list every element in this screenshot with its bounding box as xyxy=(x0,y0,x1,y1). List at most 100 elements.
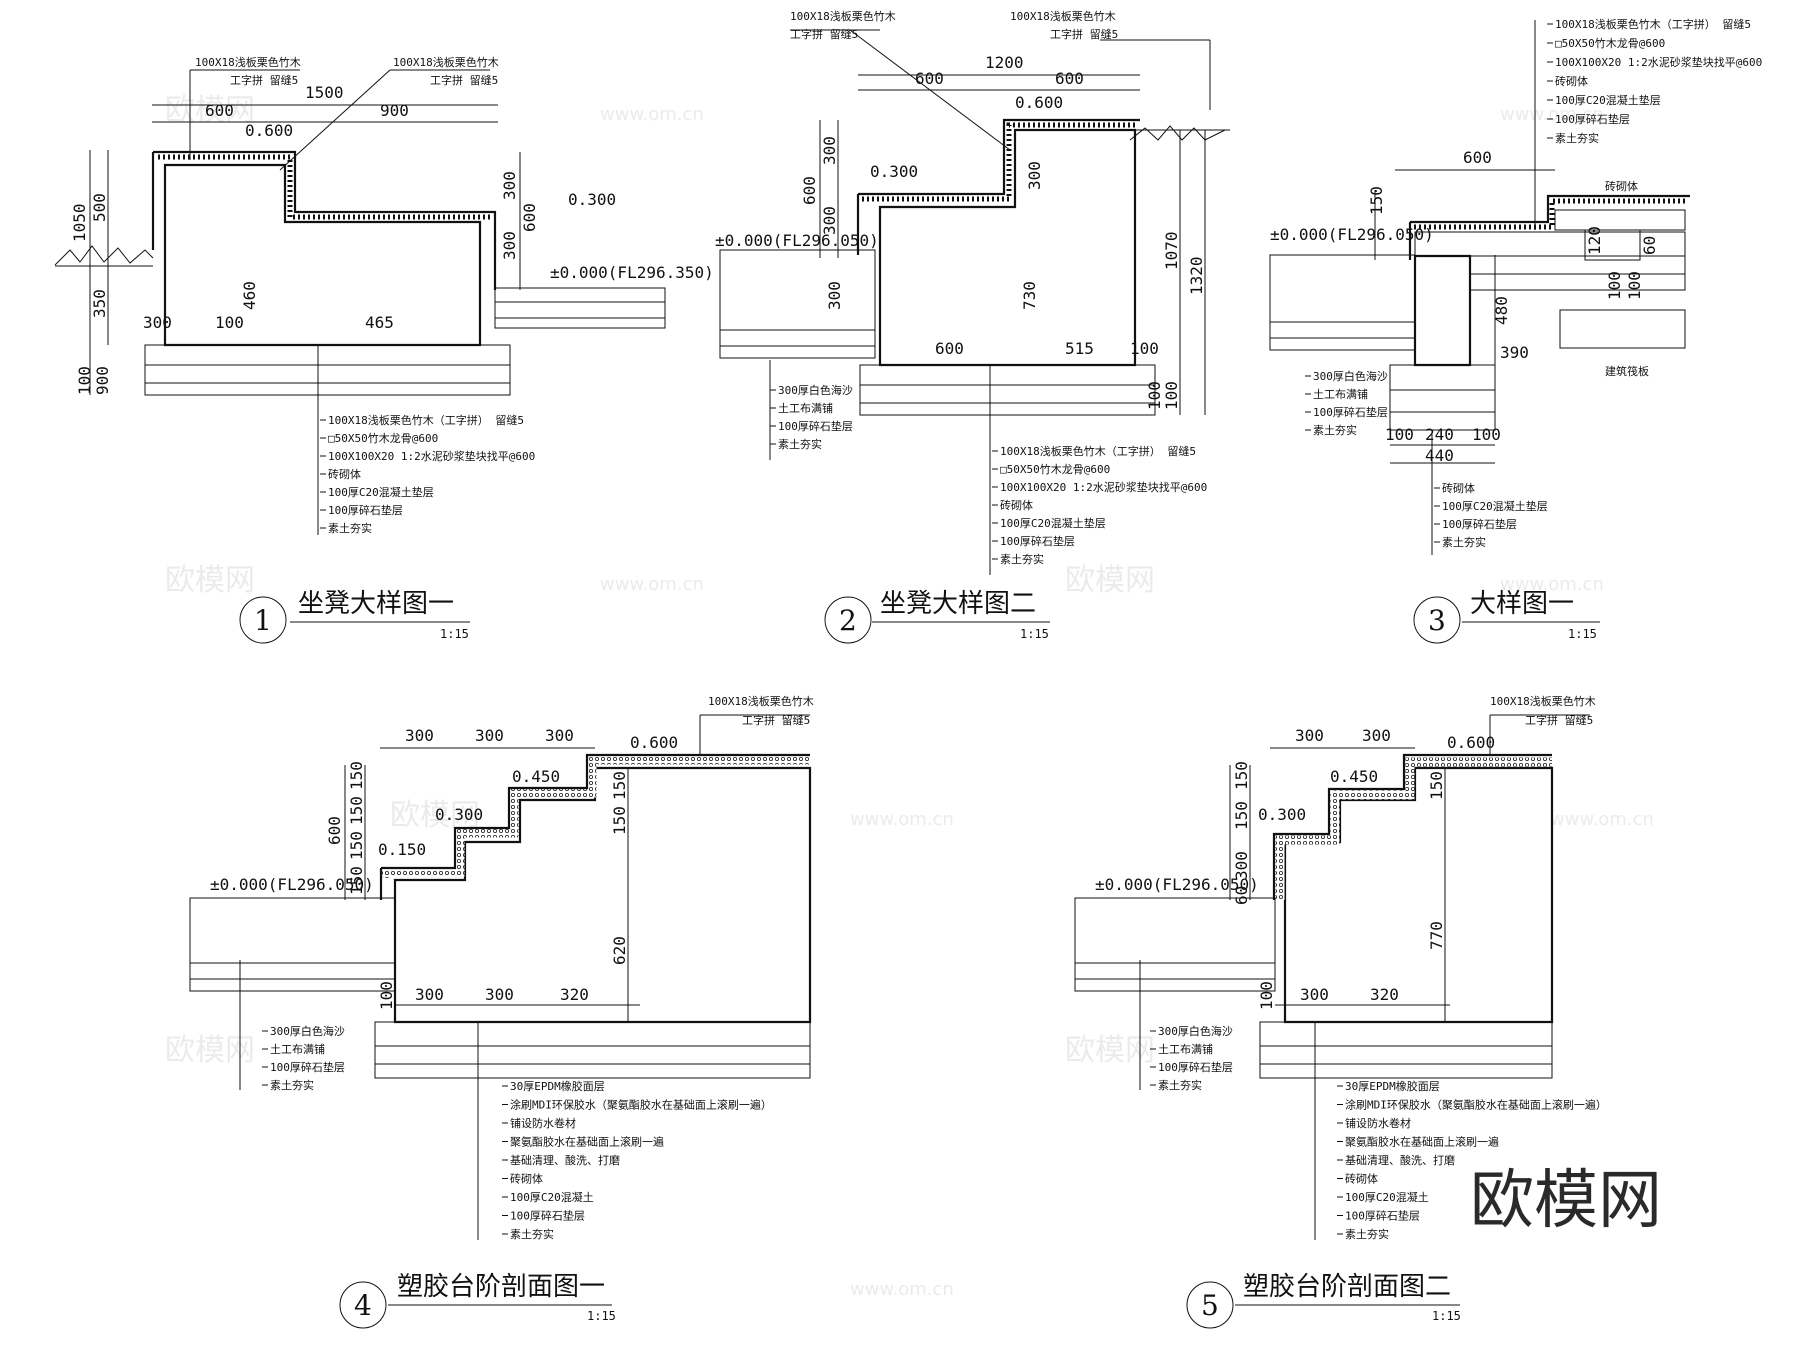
material-note: 聚氨酯胶水在基础面上滚刷一遍 xyxy=(1345,1135,1499,1149)
side-label: 砖砌体 xyxy=(1605,179,1638,193)
dimension-label: 100 xyxy=(1605,271,1624,300)
detail-number: 3 xyxy=(1428,604,1446,637)
detail-number-circle xyxy=(824,596,872,644)
dimension-label: 600 xyxy=(1055,69,1084,88)
dimension-label: 300 xyxy=(500,171,519,200)
dimension-label: 150 xyxy=(1427,771,1446,800)
dimension-label: 1050 xyxy=(70,203,89,242)
dimension-label: 300 xyxy=(1300,985,1329,1004)
dimension-label: 150 xyxy=(1232,801,1251,830)
dimension-label: 100 xyxy=(1625,271,1644,300)
material-note: 300厚白色海沙 xyxy=(1158,1024,1233,1038)
material-note: 100X100X20 1:2水泥砂浆垫块找平@600 xyxy=(1000,480,1207,494)
material-note: 100厚碎石垫层 xyxy=(1158,1060,1233,1074)
detail-scale: 1:15 xyxy=(440,627,469,641)
dimension-label: 600 xyxy=(520,203,539,232)
material-note: 100X18浅板栗色竹木（工字拼） 留缝5 xyxy=(328,413,524,427)
material-note: 100厚C20混凝土垫层 xyxy=(1000,516,1106,530)
dimension-label: 150 xyxy=(610,771,629,800)
dimension-label: 300 xyxy=(500,231,519,260)
dimension-label: 515 xyxy=(1065,339,1094,358)
dimension-label: 465 xyxy=(365,313,394,332)
dimension-label: 350 xyxy=(90,289,109,318)
watermark-text: www.om.cn xyxy=(600,574,704,595)
dimension-label: 480 xyxy=(1492,296,1511,325)
dimension-label: 0.150 xyxy=(378,840,426,859)
watermark-layer: www.om.cn www.om.cn www.om.cn www.om.cn … xyxy=(165,93,1654,1300)
material-note: 基础清理、酸洗、打磨 xyxy=(510,1153,620,1167)
dimension-label: 0.300 xyxy=(435,805,483,824)
material-note: 300厚白色海沙 xyxy=(1313,369,1388,383)
material-note: 100厚碎石垫层 xyxy=(1555,112,1630,126)
dimension-label: 100 xyxy=(75,366,94,395)
material-note: 30厚EPDM橡胶面层 xyxy=(1345,1079,1440,1093)
material-note: □50X50竹木龙骨@600 xyxy=(1555,36,1665,50)
watermark-brand: 欧模网 xyxy=(1065,1033,1155,1068)
material-note: 土工布满铺 xyxy=(1313,388,1368,401)
detail-3: 100X18浅板栗色竹木（工字拼） 留缝5 □50X50竹木龙骨@600 100X1… xyxy=(1269,17,1762,644)
dimension-label: 300 xyxy=(1295,726,1324,745)
dimension-label: 120 xyxy=(1585,226,1604,255)
detail-1: 1500 600 900 0.600 0.300 ±0.000(FL296.35… xyxy=(54,55,714,644)
material-note: 300厚白色海沙 xyxy=(778,383,853,397)
watermark-brand: 欧模网 xyxy=(1065,563,1155,598)
watermark-text: www.om.cn xyxy=(850,1279,954,1300)
material-notes-top: 100X18浅板栗色竹木（工字拼） 留缝5 □50X50竹木龙骨@600 100X1… xyxy=(1547,17,1762,145)
detail-number: 5 xyxy=(1201,1289,1219,1322)
material-note: 素土夯实 xyxy=(328,521,372,535)
dimension-label: 0.450 xyxy=(1330,767,1378,786)
callout-note: 工字拼 留缝5 xyxy=(1525,713,1593,727)
material-note: 100X100X20 1:2水泥砂浆垫块找平@600 xyxy=(1555,55,1762,69)
dimension-label: 150 xyxy=(1232,761,1251,790)
detail-scale: 1:15 xyxy=(1568,627,1597,641)
material-note: 土工布满铺 xyxy=(1158,1043,1213,1056)
detail-scale: 1:15 xyxy=(587,1309,616,1323)
material-note: 100X18浅板栗色竹木（工字拼） 留缝5 xyxy=(1555,17,1751,31)
dimension-label: 150 xyxy=(347,831,366,860)
dimension-label: 730 xyxy=(1020,281,1039,310)
material-note: 素土夯实 xyxy=(1000,552,1044,566)
material-note: 砖砌体 xyxy=(1345,1172,1378,1186)
material-note: 素土夯实 xyxy=(778,437,822,451)
dimension-label: 600 xyxy=(205,101,234,120)
material-note: □50X50竹木龙骨@600 xyxy=(1000,462,1110,476)
detail-5: 300 300 0.600 0.450 0.300 ±0.000(FL296.0… xyxy=(1074,694,1607,1329)
callout-note: 100X18浅板栗色竹木 xyxy=(1010,9,1116,23)
dimension-label: 320 xyxy=(560,985,589,1004)
material-note: 100厚C20混凝土垫层 xyxy=(1442,499,1548,513)
callout-note: 工字拼 留缝5 xyxy=(430,73,498,87)
material-note: 土工布满铺 xyxy=(778,402,833,415)
callout-note: 100X18浅板栗色竹木 xyxy=(790,9,896,23)
dimension-label: 100 xyxy=(1385,425,1414,444)
detail-title: 大样图一 xyxy=(1470,589,1574,619)
material-note: 素土夯实 xyxy=(1555,131,1599,145)
detail-title: 坐凳大样图二 xyxy=(880,589,1036,619)
dimension-label: 150 xyxy=(347,796,366,825)
detail-2: 1200 600 600 0.600 0.300 ±0.000(FL296.05… xyxy=(715,9,1230,644)
material-notes: 30厚EPDM橡胶面层涂刷MDI环保胶水（聚氨酯胶水在基础面上滚刷一遍）铺设防水… xyxy=(1337,1079,1607,1241)
dimension-label: 300 xyxy=(1025,161,1044,190)
material-notes: 30厚EPDM橡胶面层涂刷MDI环保胶水（聚氨酯胶水在基础面上滚刷一遍）铺设防水… xyxy=(502,1079,772,1241)
material-note: 砖砌体 xyxy=(1442,481,1475,495)
material-note: 100厚碎石垫层 xyxy=(328,503,403,517)
dimension-label: 0.600 xyxy=(1015,93,1063,112)
material-note: 砖砌体 xyxy=(328,467,361,481)
detail-title: 塑胶台阶剖面图一 xyxy=(397,1272,605,1302)
material-note: 素土夯实 xyxy=(510,1227,554,1241)
detail-scale: 1:15 xyxy=(1020,627,1049,641)
dimension-label: 100 xyxy=(1472,425,1501,444)
callout-note: 100X18浅板栗色竹木 xyxy=(195,55,301,69)
material-note: 砖砌体 xyxy=(510,1172,543,1186)
material-note: 100厚C20混凝土 xyxy=(1345,1190,1429,1204)
detail-number-circle xyxy=(239,596,287,644)
material-note: 100厚碎石垫层 xyxy=(1313,405,1388,419)
material-note: 素土夯实 xyxy=(1345,1227,1389,1241)
material-note: 素土夯实 xyxy=(1442,535,1486,549)
dimension-label: 100 xyxy=(1257,981,1276,1010)
material-note: 30厚EPDM橡胶面层 xyxy=(510,1079,605,1093)
detail-scale: 1:15 xyxy=(1432,1309,1461,1323)
